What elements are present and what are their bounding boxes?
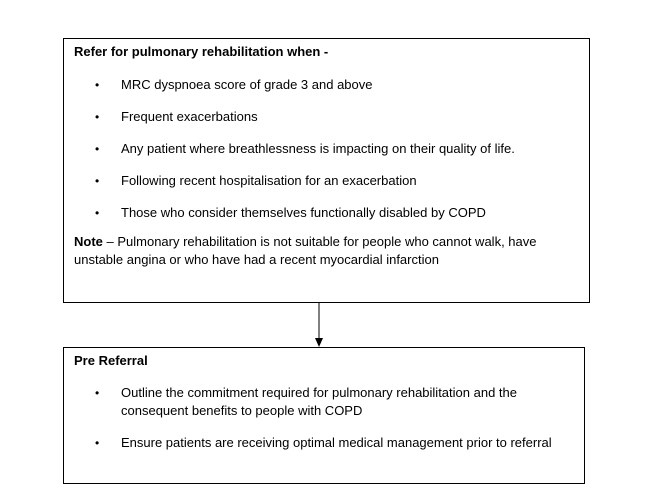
list-item-text: Following recent hospitalisation for an …: [121, 173, 417, 188]
note-text: – Pulmonary rehabilitation is not suitab…: [74, 234, 537, 267]
bullet-icon: •: [95, 174, 100, 188]
bullet-icon: •: [95, 142, 100, 156]
list-item-text: Ensure patients are receiving optimal me…: [121, 435, 552, 450]
bullet-icon: •: [95, 386, 100, 400]
bullet-icon: •: [95, 206, 100, 220]
pre-referral-box: Pre Referral • Outline the commitment re…: [63, 347, 585, 484]
list-item-text: MRC dyspnoea score of grade 3 and above: [121, 77, 373, 92]
exclusion-note: Note – Pulmonary rehabilitation is not s…: [74, 233, 577, 269]
note-label: Note: [74, 234, 103, 249]
list-item-text: Outline the commitment required for pulm…: [121, 385, 517, 418]
bullet-icon: •: [95, 78, 100, 92]
list-item-text: Frequent exacerbations: [121, 109, 258, 124]
referral-criteria-title: Refer for pulmonary rehabilitation when …: [74, 44, 329, 59]
referral-criteria-box: Refer for pulmonary rehabilitation when …: [63, 38, 590, 303]
bullet-icon: •: [95, 110, 100, 124]
bullet-icon: •: [95, 436, 100, 450]
list-item-text: Those who consider themselves functional…: [121, 205, 486, 220]
list-item-text: Any patient where breathlessness is impa…: [121, 141, 515, 156]
pre-referral-title: Pre Referral: [74, 353, 148, 368]
